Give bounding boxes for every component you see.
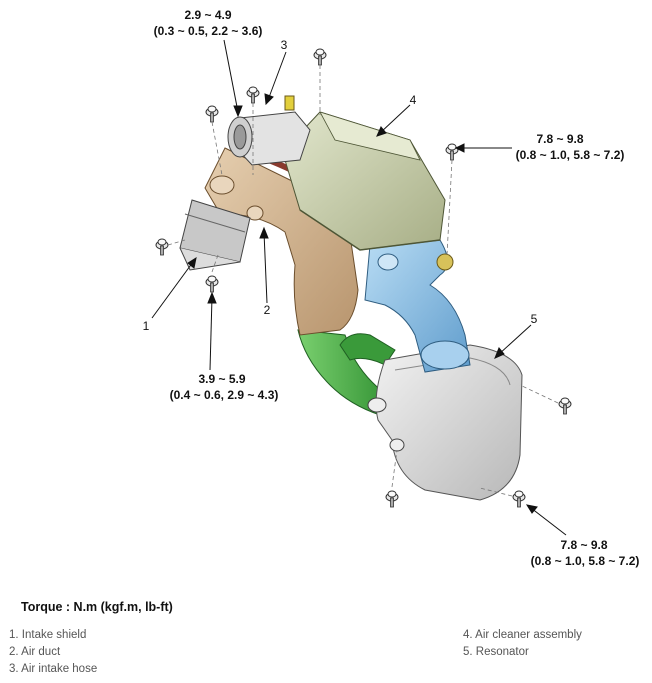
torque-label-right-lower-line2: (0.8 ~ 1.0, 5.8 ~ 7.2) [531, 554, 640, 568]
bolt-icon [385, 490, 399, 508]
bolt-icon [445, 143, 459, 161]
intake-hose-connector [227, 95, 311, 166]
legend-item-air-duct: 2. Air duct [9, 646, 61, 658]
torque-label-left-lower-line2: (0.4 ~ 0.6, 2.9 ~ 4.3) [170, 388, 279, 402]
bolt-icon [558, 397, 572, 415]
bolt-icon [512, 490, 526, 508]
torque-label-right-upper-line2: (0.8 ~ 1.0, 5.8 ~ 7.2) [516, 148, 625, 162]
legend-item-air-cleaner-assembly: 4. Air cleaner assembly [463, 629, 582, 641]
torque-label-top-line1: 2.9 ~ 4.9 [184, 8, 231, 22]
callout-5: 5 [531, 312, 538, 326]
callout-4: 4 [410, 93, 417, 107]
exploded-parts-diagram: 2.9 ~ 4.9 (0.3 ~ 0.5, 2.2 ~ 3.6) 7.8 ~ 9… [143, 8, 640, 568]
bolt-icon [246, 86, 260, 104]
legend-item-intake-shield: 1. Intake shield [9, 629, 87, 641]
bolt-icon [313, 48, 327, 66]
alignment-lines [167, 65, 559, 497]
legend-item-air-intake-hose: 3. Air intake hose [9, 663, 98, 675]
bolt-icon [205, 105, 219, 123]
torque-label-right-upper-line1: 7.8 ~ 9.8 [536, 132, 583, 146]
torque-units-title: Torque : N.m (kgf.m, lb-ft) [21, 600, 173, 614]
parts-legend-right: 4. Air cleaner assembly 5. Resonator [463, 627, 582, 661]
torque-label-right-lower-line1: 7.8 ~ 9.8 [560, 538, 607, 552]
bolt-icon [205, 275, 219, 293]
leader-lines [151, 39, 567, 536]
callout-3: 3 [281, 38, 288, 52]
air-cleaner-assembly [284, 111, 446, 251]
callout-1: 1 [143, 319, 150, 333]
torque-label-top-line2: (0.3 ~ 0.5, 2.2 ~ 3.6) [154, 24, 263, 38]
parts-legend-left: 1. Intake shield 2. Air duct 3. Air inta… [9, 627, 97, 678]
bolt-icon [155, 238, 169, 256]
torque-label-left-lower-line1: 3.9 ~ 5.9 [198, 372, 245, 386]
legend-item-resonator: 5. Resonator [463, 646, 529, 658]
air-intake-hose-lower-part [297, 329, 396, 416]
callout-2: 2 [264, 303, 271, 317]
throttle-side-duct [364, 239, 471, 373]
